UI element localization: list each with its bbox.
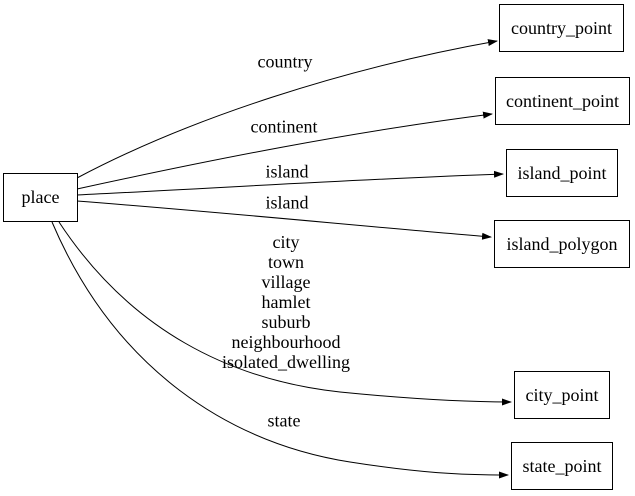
node-city-point: city_point — [514, 371, 610, 419]
edge-label-village: village — [261, 272, 311, 292]
node-state-point: state_point — [511, 442, 613, 490]
node-continent-point-label: continent_point — [506, 90, 619, 111]
node-island-point-label: island_point — [517, 162, 607, 183]
edge-continent — [76, 111, 493, 190]
edge-island-polygon — [76, 200, 492, 240]
edge-label-hamlet: hamlet — [261, 292, 311, 312]
node-country-point-label: country_point — [511, 17, 612, 38]
edge-label-town: town — [267, 252, 304, 272]
node-continent-point: continent_point — [495, 77, 630, 125]
edge-label-country: country — [257, 51, 313, 72]
edge-label-island-2: island — [265, 192, 309, 213]
edge-label-island-1: island — [265, 161, 309, 182]
node-country-point: country_point — [499, 4, 624, 52]
node-island-polygon-label: island_polygon — [506, 233, 618, 254]
node-place-label: place — [21, 187, 60, 207]
edge-label-isolated-dwelling: isolated_dwelling — [222, 352, 350, 372]
edge-island-point — [76, 170, 504, 196]
edge-country — [76, 39, 498, 179]
node-island-point: island_point — [506, 149, 618, 197]
node-place: place — [3, 173, 78, 222]
edge-label-neighbourhood: neighbourhood — [231, 332, 341, 352]
edge-state — [51, 221, 509, 479]
node-city-point-label: city_point — [525, 384, 599, 405]
edge-label-city: city — [272, 232, 300, 252]
edge-city — [58, 221, 512, 406]
edge-label-state: state — [267, 410, 301, 431]
edge-label-city-block: city town village hamlet suburb neighbou… — [222, 232, 350, 372]
node-island-polygon: island_polygon — [494, 220, 630, 268]
node-state-point-label: state_point — [522, 455, 602, 476]
edge-label-continent: continent — [250, 116, 318, 137]
edge-label-suburb: suburb — [261, 312, 311, 332]
